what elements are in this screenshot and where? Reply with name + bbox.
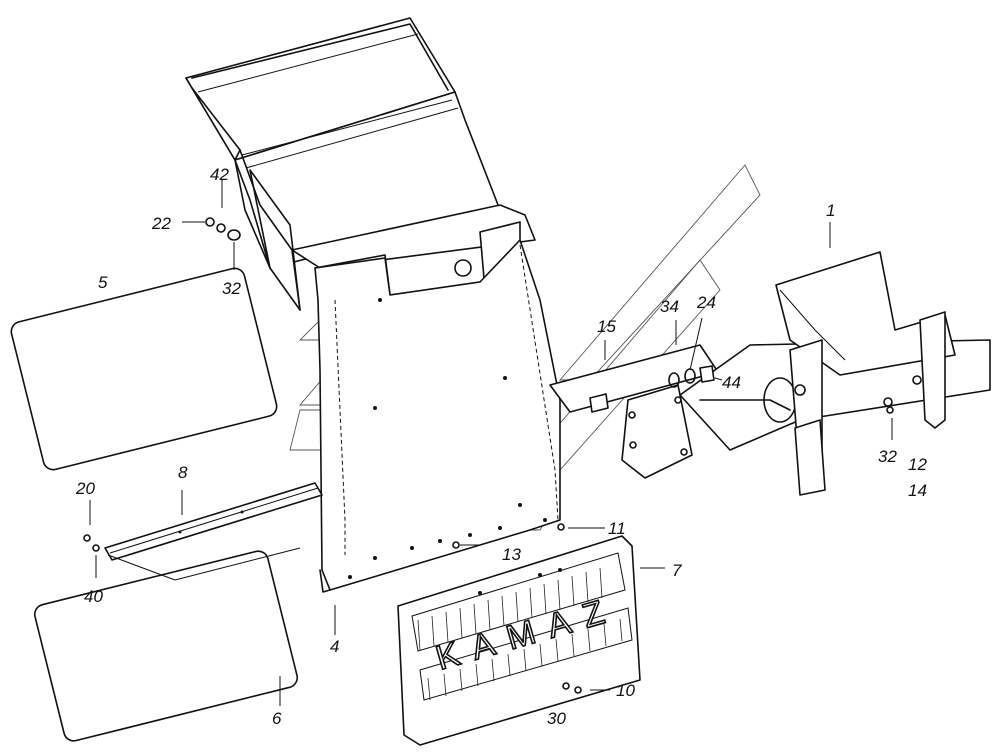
fender-panel-4 [314, 239, 565, 593]
callout-11: 11 [608, 519, 626, 538]
callout-20: 20 [75, 479, 95, 498]
callout-24: 24 [696, 293, 716, 312]
fasteners [83, 217, 894, 694]
callout-32-right: 32 [878, 447, 897, 466]
reflector-plate-5 [10, 267, 278, 471]
callout-34: 34 [660, 297, 679, 316]
callout-7: 7 [672, 561, 682, 580]
callout-6: 6 [272, 709, 282, 728]
callout-30: 30 [547, 709, 566, 728]
callout-8: 8 [178, 463, 188, 482]
callout-40: 40 [84, 587, 103, 606]
callout-13: 13 [502, 545, 521, 564]
callout-44: 44 [722, 373, 741, 392]
callout-42: 42 [210, 165, 229, 184]
callout-4: 4 [330, 637, 339, 656]
callout-14: 14 [908, 481, 927, 500]
callout-12: 12 [908, 455, 927, 474]
callout-labels: 1 4 5 6 7 8 10 11 12 13 14 15 20 22 24 3… [75, 165, 927, 728]
callout-1: 1 [826, 201, 835, 220]
callout-10: 10 [616, 681, 635, 700]
callout-15: 15 [597, 317, 616, 336]
support-tube-1 [679, 251, 991, 496]
reflector-plate-6 [33, 550, 299, 742]
callout-5: 5 [98, 273, 108, 292]
strip-bar-8 [104, 482, 323, 561]
mudflap-7: KAMAZ [397, 535, 641, 746]
mounting-plate-34 [549, 344, 719, 479]
callout-32-left: 32 [222, 279, 241, 298]
callout-22: 22 [151, 214, 171, 233]
leader-lines [89, 180, 893, 706]
